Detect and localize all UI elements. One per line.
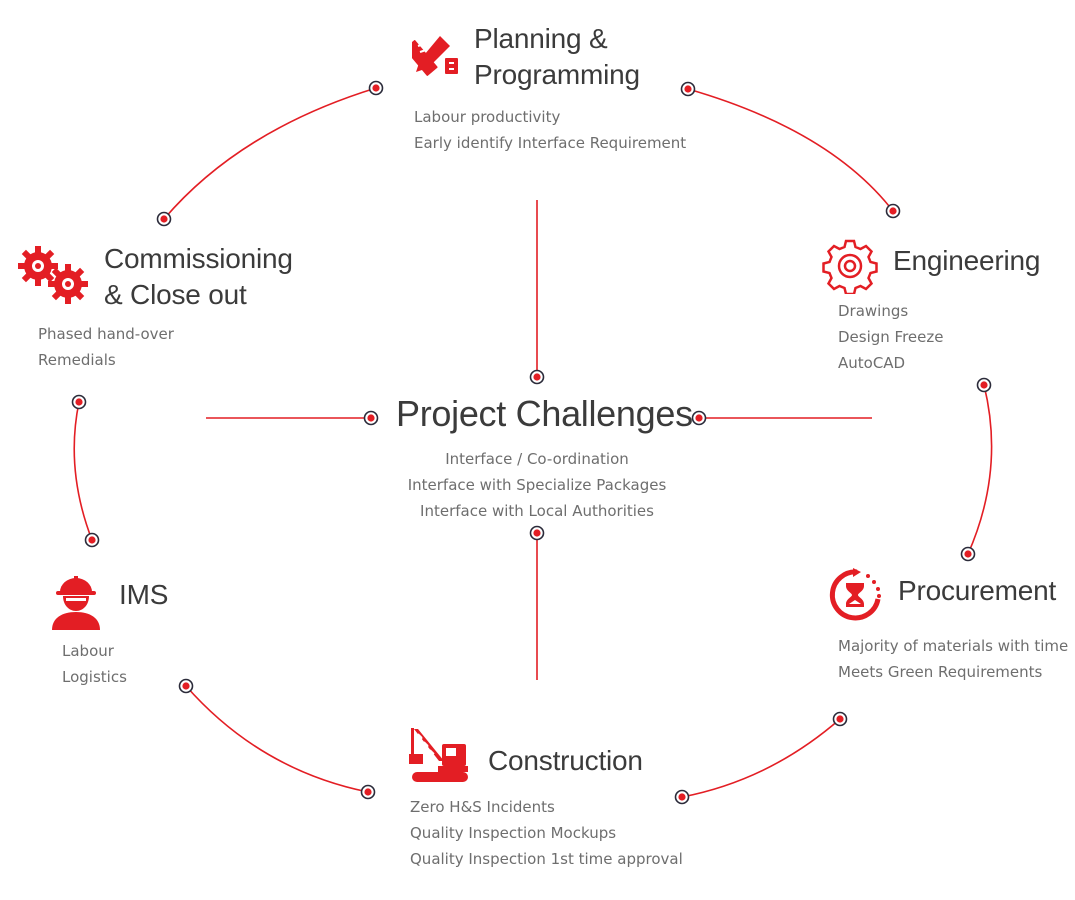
ims-title: IMS [119,577,168,613]
connector-node [885,203,901,219]
procurement-item: Meets Green Requirements [838,663,1043,681]
construction-title-line: Construction [488,745,643,776]
engineering-item: Design Freeze [838,328,944,346]
procurement-items: Majority of materials with time Meets Gr… [838,633,1068,685]
center-item: Interface with Local Authorities [420,502,654,520]
connector-node [691,410,707,426]
ims-item: Logistics [62,668,127,686]
planning-item: Early identify Interface Requirement [414,134,687,152]
connector-node [360,784,376,800]
center-item: Interface with Specialize Packages [407,476,667,494]
hourglass-icon [829,568,881,621]
planning-title: Planning & Programming [474,21,640,93]
procurement-item: Majority of materials with time [838,637,1069,655]
engineering-title-line: Engineering [893,245,1041,276]
center-item: Interface / Co-ordination [445,450,629,468]
connector-node [156,211,172,227]
connector-node [680,81,696,97]
connector-node [976,377,992,393]
gears-icon [18,246,88,304]
commissioning-title-line: & Close out [104,279,247,310]
connector-node [529,525,545,541]
arc-planning-engineering [687,88,894,212]
connector-node [832,711,848,727]
commissioning-title: Commissioning & Close out [104,241,293,313]
planning-title-line: Programming [474,59,640,90]
connector-node [529,369,545,385]
arc-ims-commissioning [73,401,93,541]
connector-node [363,410,379,426]
connector-node [368,80,384,96]
commissioning-items: Phased hand-over Remedials [38,321,174,373]
procurement-title: Procurement [898,573,1056,609]
commissioning-item: Phased hand-over [38,325,174,343]
procurement-title-line: Procurement [898,575,1057,606]
connector-node [84,532,100,548]
gear-icon [822,239,878,294]
ims-item: Labour [62,642,114,660]
arc-commissioning-planning [163,87,377,220]
crane-icon [409,728,468,782]
connector-node [178,678,194,694]
pencil-ruler-icon [412,36,458,76]
arc-construction-ims [185,685,369,793]
connector-node [71,394,87,410]
ims-title-line: IMS [119,579,169,610]
construction-item: Quality Inspection 1st time approval [410,850,683,868]
construction-item: Quality Inspection Mockups [410,824,617,842]
engineering-title: Engineering [893,243,1040,279]
engineering-item: AutoCAD [838,354,906,372]
commissioning-title-line: Commissioning [104,243,293,274]
arc-engineering-procurement [967,384,993,555]
planning-item: Labour productivity [414,108,561,126]
arc-procurement-construction [681,718,841,798]
planning-title-line: Planning & [474,23,608,54]
construction-items: Zero H&S Incidents Quality Inspection Mo… [410,794,683,872]
construction-item: Zero H&S Incidents [410,798,555,816]
commissioning-item: Remedials [38,351,116,369]
worker-icon [52,576,100,630]
engineering-item: Drawings [838,302,909,320]
connector-node [674,789,690,805]
center-items: Interface / Co-ordination Interface with… [397,446,677,524]
connector-node [960,546,976,562]
ims-items: Labour Logistics [62,638,127,690]
center-title: Project Challenges [396,393,693,434]
planning-items: Labour productivity Early identify Inter… [414,104,686,156]
engineering-items: Drawings Design Freeze AutoCAD [838,298,944,376]
construction-title: Construction [488,743,643,779]
